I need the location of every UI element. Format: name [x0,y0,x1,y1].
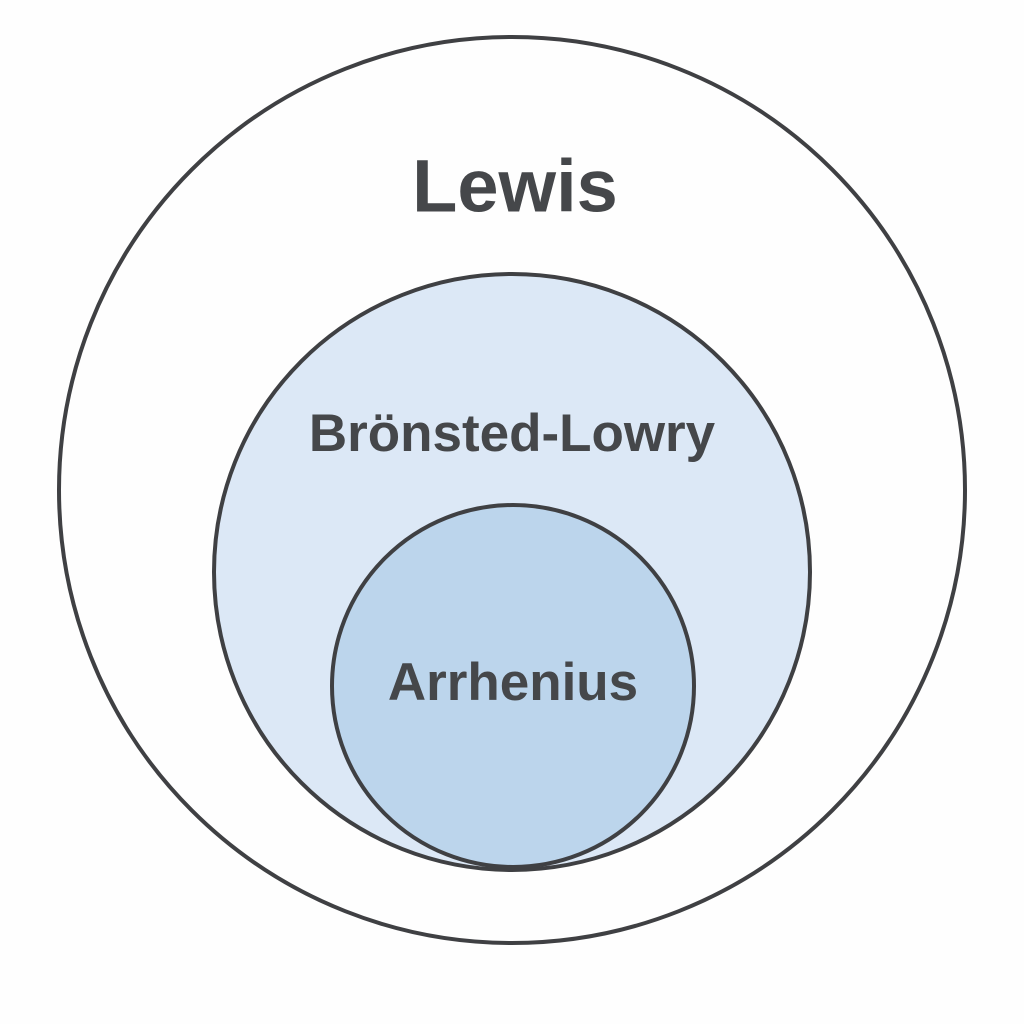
lewis-label: Lewis [412,145,618,228]
bronsted-lowry-label: Brönsted-Lowry [309,404,716,463]
arrhenius-circle [330,503,696,869]
arrhenius-label: Arrhenius [388,653,638,712]
